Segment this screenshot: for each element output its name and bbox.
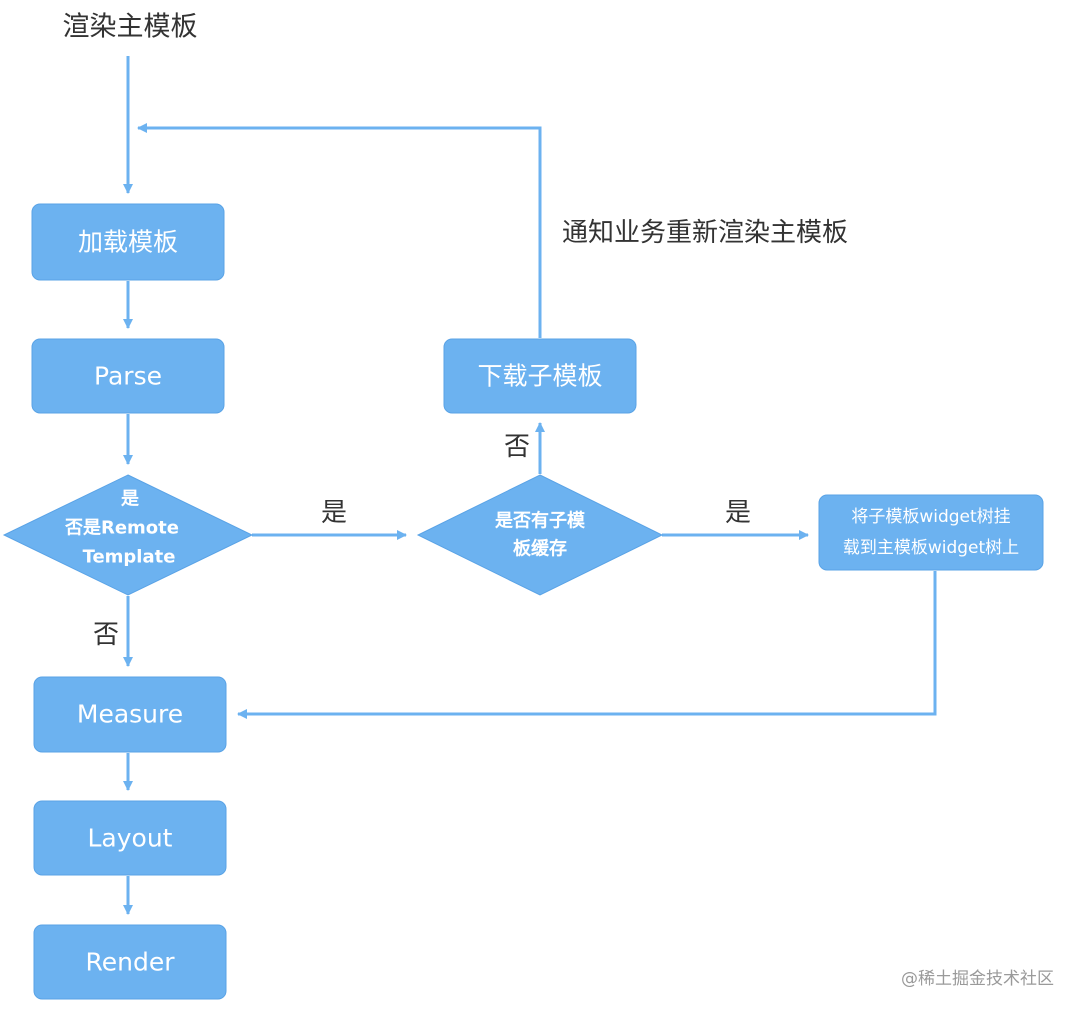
node-render: Render [33, 924, 227, 1000]
node-layout-label: Layout [88, 824, 173, 853]
decision-has-cache-line-1: 是否有子模 [494, 510, 586, 532]
node-download-sub-template-label: 下载子模板 [477, 362, 602, 391]
connectors [123, 56, 937, 915]
decision-has-cache-line-2: 板缓存 [513, 538, 567, 560]
node-parse: Parse [31, 338, 225, 414]
node-measure-label: Measure [77, 700, 183, 729]
node-load-template-label: 加载模板 [78, 228, 178, 257]
node-mount-widget-tree: 将子模板widget树挂 载到主模板widget树上 [818, 494, 1044, 571]
node-render-label: Render [85, 948, 175, 977]
node-layout: Layout [33, 800, 227, 876]
decision-is-remote-line-3: Template [83, 547, 176, 568]
node-mount-widget-tree-line-2: 载到主模板widget树上 [843, 538, 1019, 558]
edge-label-cache-yes: 是 [725, 498, 751, 528]
edge-label-remote-yes: 是 [321, 498, 347, 528]
decision-has-cache: 是否有子模 板缓存 [416, 474, 664, 596]
edge-label-notify: 通知业务重新渲染主模板 [562, 218, 848, 248]
node-parse-label: Parse [94, 362, 162, 391]
node-measure: Measure [33, 676, 227, 753]
edge-download-loop-back [137, 123, 542, 338]
watermark: @稀土掘金技术社区 [901, 969, 1054, 989]
edge-mount-to-measure [237, 571, 937, 719]
node-load-template: 加载模板 [31, 203, 225, 281]
edge-label-remote-no: 否 [93, 620, 119, 650]
start-label: 渲染主模板 [63, 12, 198, 43]
decision-is-remote-template: 是 否是Remote Template [2, 474, 254, 596]
decision-is-remote-line-2: 否是Remote [64, 518, 179, 539]
node-download-sub-template: 下载子模板 [443, 338, 637, 414]
decision-is-remote-line-1: 是 [120, 489, 139, 510]
node-mount-widget-tree-line-1: 将子模板widget树挂 [851, 507, 1010, 527]
edge-label-cache-no: 否 [504, 432, 530, 462]
